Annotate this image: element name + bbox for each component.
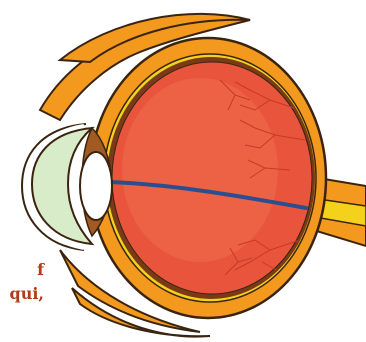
caption-text: f qui,	[0, 258, 44, 306]
caption-line-1: f	[0, 258, 44, 282]
caption-line-2: qui,	[0, 282, 44, 306]
vitreous-highlight	[122, 78, 278, 262]
lens	[80, 152, 112, 220]
